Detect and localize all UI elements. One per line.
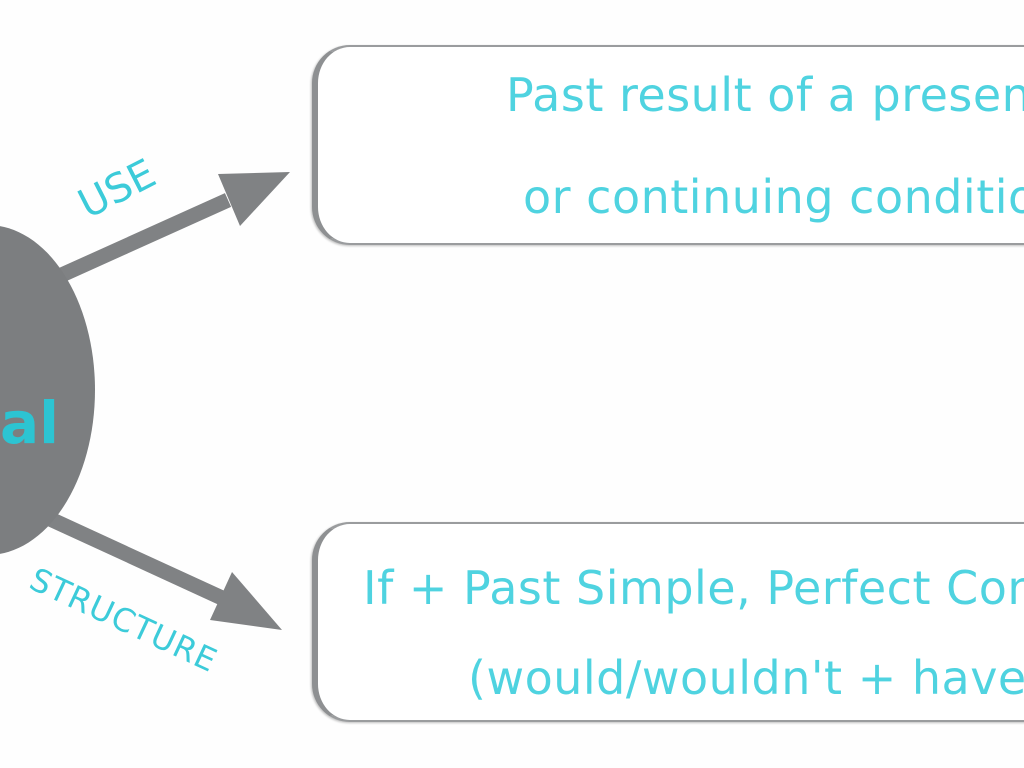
arrow-to-use <box>51 172 290 285</box>
structure-text-line-1: If + Past Simple, Perfect Conditional <box>363 561 1024 615</box>
structure-text-line-2: (would/wouldn't + have + past participle… <box>468 651 1024 705</box>
arrow-to-structure <box>44 511 282 630</box>
use-text-line-2: or continuing condition <box>523 170 1024 224</box>
use-text-line-1: Past result of a present <box>506 68 1024 122</box>
structure-box: If + Past Simple, Perfect Conditional (w… <box>312 522 1024 722</box>
use-box: Past result of a present or continuing c… <box>312 45 1024 245</box>
central-topic-label: al <box>0 389 60 457</box>
